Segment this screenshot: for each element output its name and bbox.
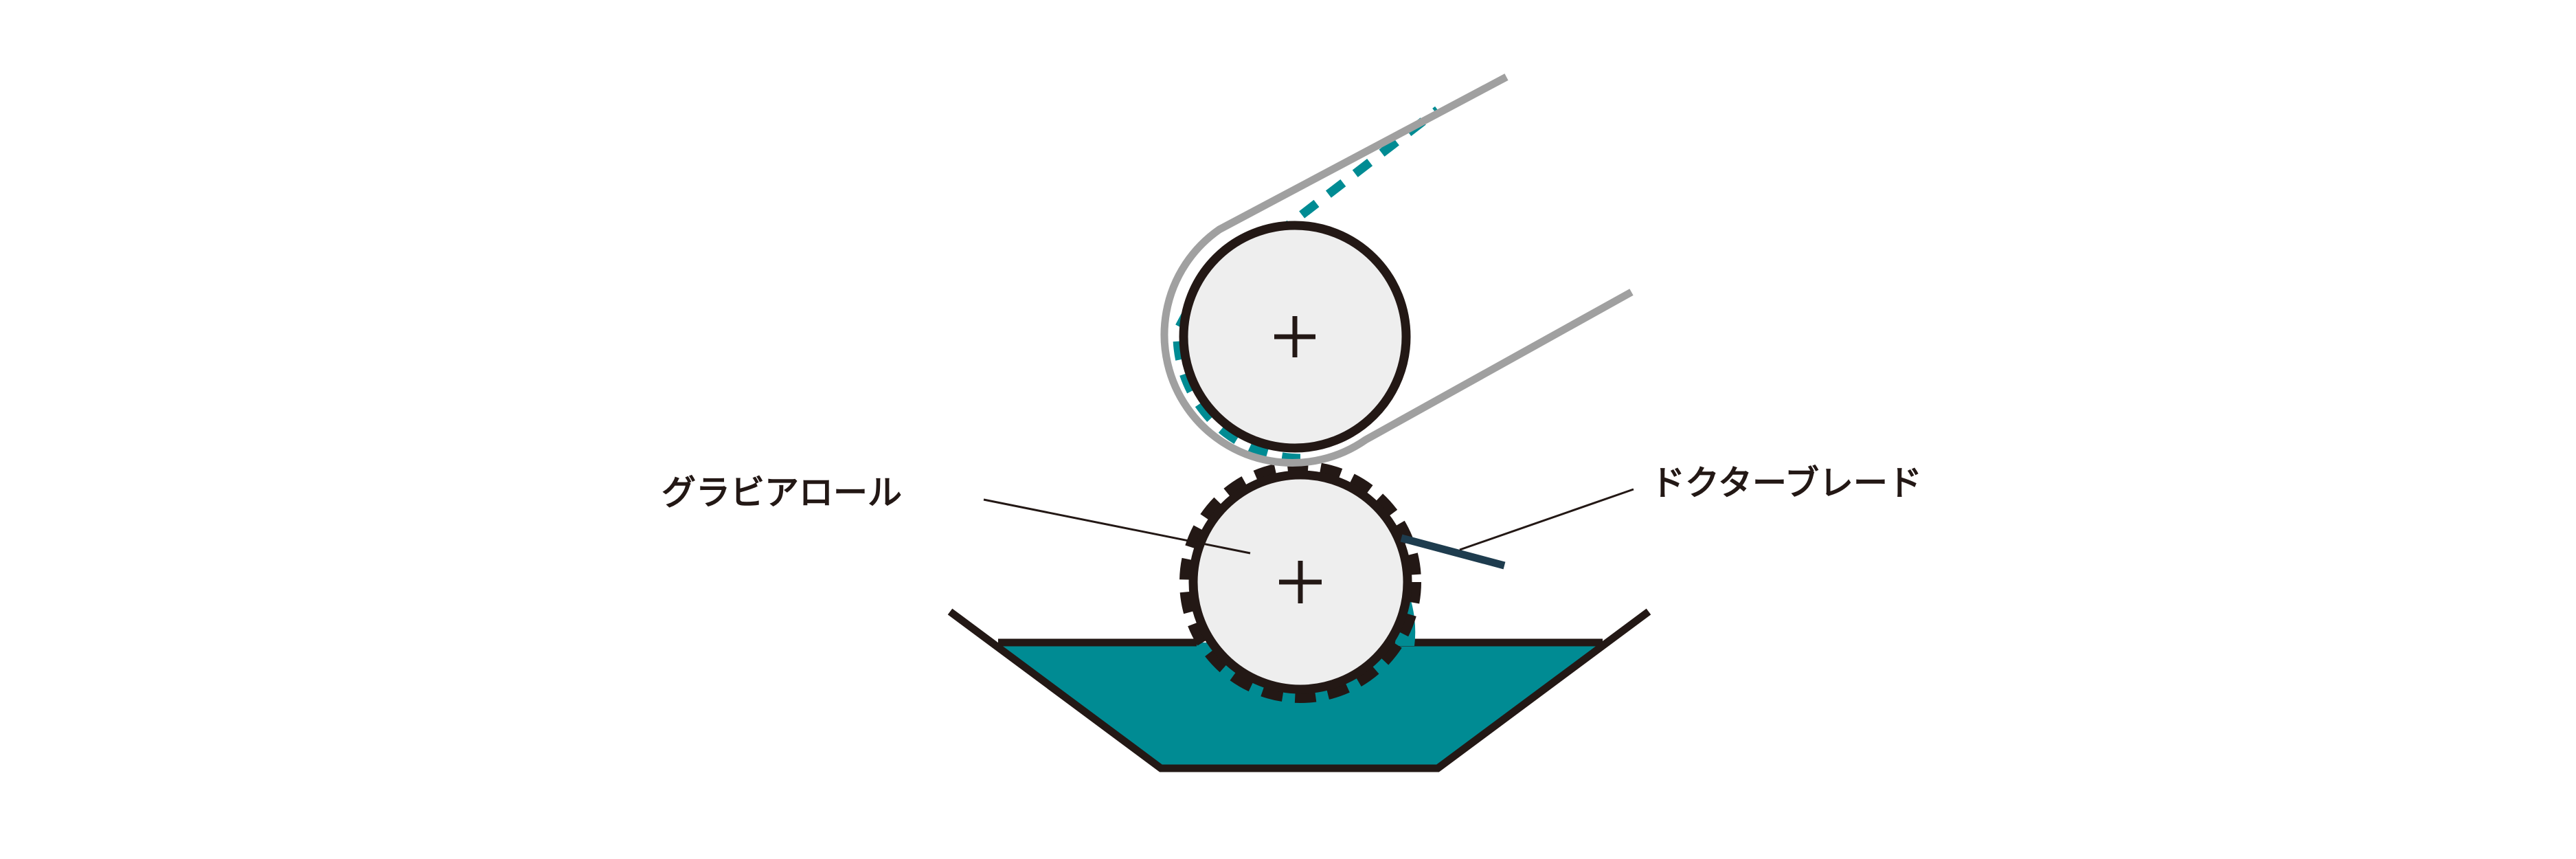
substrate-film <box>1160 74 1634 467</box>
printed-ink-dashes <box>1173 106 1440 463</box>
doctor-blade <box>1400 534 1506 570</box>
impression-roll <box>1179 221 1411 453</box>
tray-outline <box>947 608 1651 772</box>
doctor-blade-label: ドクターブレード <box>1651 463 1922 503</box>
ink-pool <box>998 643 1603 768</box>
ink-tray <box>947 608 1651 772</box>
gravure-roll <box>1179 461 1421 703</box>
gravure-roll-label: グラビアロール <box>662 473 902 513</box>
gravure-roll-cells <box>1179 461 1421 703</box>
gravure-roll-leader-line <box>983 498 1251 555</box>
doctor-blade-leader-line <box>1459 488 1634 551</box>
